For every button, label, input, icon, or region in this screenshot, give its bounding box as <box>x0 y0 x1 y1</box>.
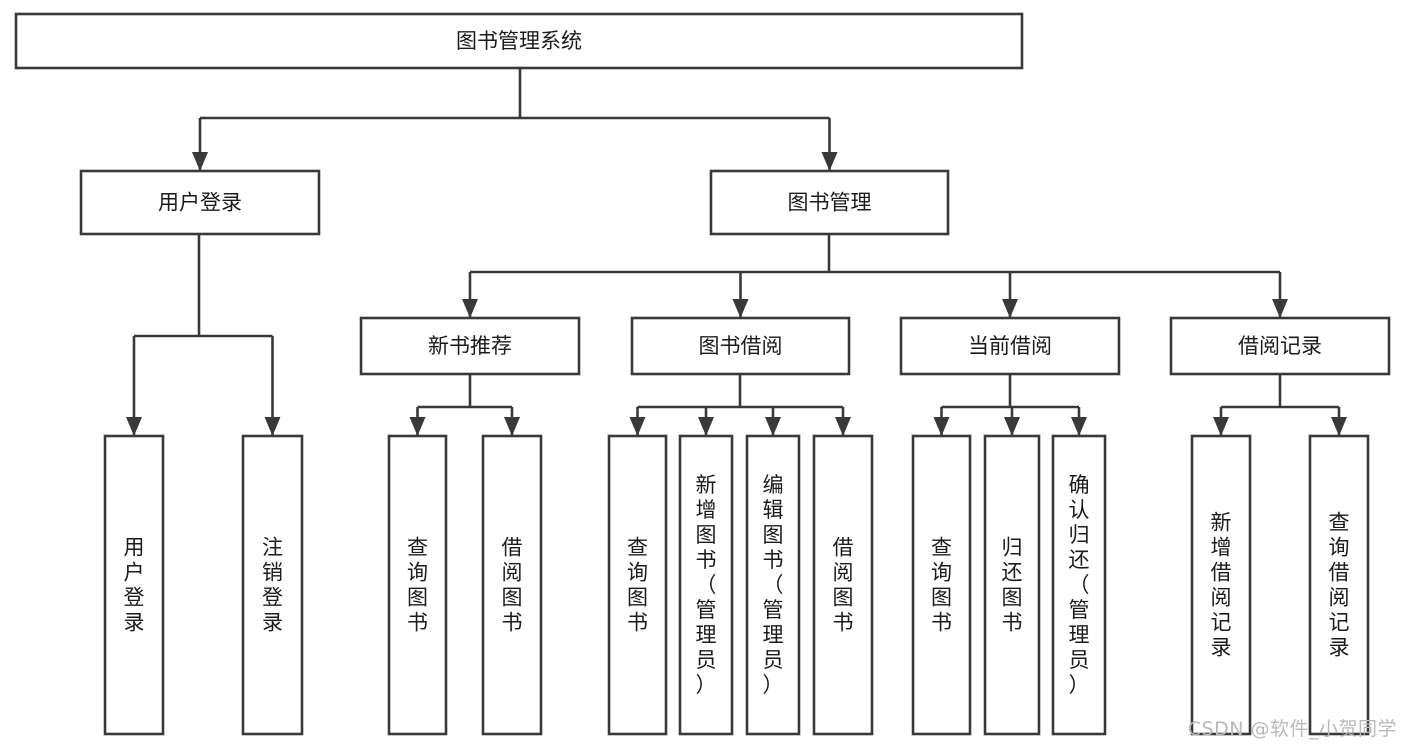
node-box-leaf-query-book-rec[interactable] <box>387 434 448 736</box>
node-box-current-borrow[interactable] <box>899 316 1121 376</box>
arrowhead-icon <box>629 417 646 436</box>
node-leaf-add-book[interactable]: 新增图书（管理员） <box>678 434 734 736</box>
node-label-leaf-query-book-borrow: 查询图书 <box>627 536 648 635</box>
arrowhead-icon <box>1331 417 1347 436</box>
node-label-leaf-add-record: 新增借阅记录 <box>1211 511 1232 660</box>
arrowhead-icon <box>1002 299 1018 318</box>
arrowhead-icon <box>192 152 208 171</box>
arrowhead-icon <box>126 417 142 436</box>
arrowhead-icon <box>821 152 838 171</box>
node-label-leaf-confirm-return: 确认归还（管理员） <box>1069 473 1090 697</box>
node-leaf-confirm-return[interactable]: 确认归还（管理员） <box>1051 434 1107 736</box>
node-box-leaf-user-login[interactable] <box>103 434 165 736</box>
node-box-leaf-borrow-book-rec[interactable] <box>481 434 543 736</box>
node-label-user-login: 用户登录 <box>158 191 242 215</box>
node-label-leaf-query-book-cur: 查询图书 <box>931 536 952 635</box>
node-box-borrow-record[interactable] <box>1169 316 1391 376</box>
node-box-new-book-rec[interactable] <box>359 316 581 376</box>
arrowhead-icon <box>462 299 478 318</box>
node-label-leaf-add-book: 新增图书（管理员） <box>696 473 717 697</box>
node-label-leaf-query-book-rec: 查询图书 <box>407 536 428 635</box>
arrowhead-icon <box>1004 417 1020 436</box>
node-box-root[interactable] <box>14 12 1024 70</box>
node-box-user-login[interactable] <box>79 169 321 236</box>
arrowhead-icon <box>835 417 851 436</box>
node-leaf-borrow-book-rec[interactable]: 借阅图书 <box>481 434 543 736</box>
arrowhead-icon <box>264 417 281 436</box>
node-leaf-edit-book[interactable]: 编辑图书（管理员） <box>745 434 801 736</box>
node-new-book-rec[interactable]: 新书推荐 <box>359 316 581 376</box>
node-label-root: 图书管理系统 <box>456 29 582 53</box>
node-box-leaf-query-book-borrow[interactable] <box>607 434 668 736</box>
arrowhead-icon <box>732 299 749 318</box>
node-box-leaf-add-book[interactable] <box>678 434 734 736</box>
node-label-leaf-borrow-book: 借阅图书 <box>833 536 854 635</box>
node-box-book-borrow[interactable] <box>630 316 851 376</box>
arrowhead-icon <box>504 417 520 436</box>
node-user-login[interactable]: 用户登录 <box>79 169 321 236</box>
node-borrow-record[interactable]: 借阅记录 <box>1169 316 1391 376</box>
node-leaf-query-book-cur[interactable]: 查询图书 <box>911 434 972 736</box>
node-current-borrow[interactable]: 当前借阅 <box>899 316 1121 376</box>
node-book-borrow[interactable]: 图书借阅 <box>630 316 851 376</box>
node-box-leaf-add-record[interactable] <box>1190 434 1252 736</box>
node-box-leaf-query-record[interactable] <box>1308 434 1370 736</box>
node-box-leaf-edit-book[interactable] <box>745 434 801 736</box>
node-label-new-book-rec: 新书推荐 <box>428 334 512 358</box>
node-label-book-borrow: 图书借阅 <box>699 334 783 358</box>
node-label-book-admin: 图书管理 <box>788 191 872 215</box>
node-leaf-user-logout[interactable]: 注销登录 <box>241 434 304 736</box>
node-label-leaf-user-logout: 注销登录 <box>262 536 283 635</box>
arrowhead-icon <box>409 417 426 436</box>
node-box-leaf-confirm-return[interactable] <box>1051 434 1107 736</box>
node-box-leaf-return-book[interactable] <box>983 434 1041 736</box>
node-box-book-admin[interactable] <box>709 169 950 236</box>
node-leaf-query-book-borrow[interactable]: 查询图书 <box>607 434 668 736</box>
node-label-current-borrow: 当前借阅 <box>968 334 1052 358</box>
node-label-leaf-borrow-book-rec: 借阅图书 <box>502 536 523 635</box>
arrowhead-icon <box>1213 417 1229 436</box>
node-box-leaf-user-logout[interactable] <box>241 434 304 736</box>
arrowhead-icon <box>765 417 781 436</box>
node-leaf-user-login[interactable]: 用户登录 <box>103 434 165 736</box>
node-label-leaf-user-login: 用户登录 <box>124 536 145 635</box>
node-leaf-add-record[interactable]: 新增借阅记录 <box>1190 434 1252 736</box>
node-label-leaf-return-book: 归还图书 <box>1002 536 1023 635</box>
node-leaf-return-book[interactable]: 归还图书 <box>983 434 1041 736</box>
edges-layer <box>126 68 1347 436</box>
nodes-layer: 图书管理系统用户登录图书管理新书推荐图书借阅当前借阅借阅记录用户登录注销登录查询… <box>14 12 1391 736</box>
arrowhead-icon <box>1272 299 1288 318</box>
node-leaf-borrow-book[interactable]: 借阅图书 <box>812 434 874 736</box>
arrowhead-icon <box>933 417 950 436</box>
node-leaf-query-book-rec[interactable]: 查询图书 <box>387 434 448 736</box>
node-leaf-query-record[interactable]: 查询借阅记录 <box>1308 434 1370 736</box>
arrowhead-icon <box>698 417 714 436</box>
node-label-leaf-edit-book: 编辑图书（管理员） <box>763 473 784 697</box>
node-label-borrow-record: 借阅记录 <box>1238 334 1322 358</box>
node-book-admin[interactable]: 图书管理 <box>709 169 950 236</box>
node-label-leaf-query-record: 查询借阅记录 <box>1329 511 1350 660</box>
arrowhead-icon <box>1071 417 1087 436</box>
node-box-leaf-borrow-book[interactable] <box>812 434 874 736</box>
node-box-leaf-query-book-cur[interactable] <box>911 434 972 736</box>
node-root[interactable]: 图书管理系统 <box>14 12 1024 70</box>
